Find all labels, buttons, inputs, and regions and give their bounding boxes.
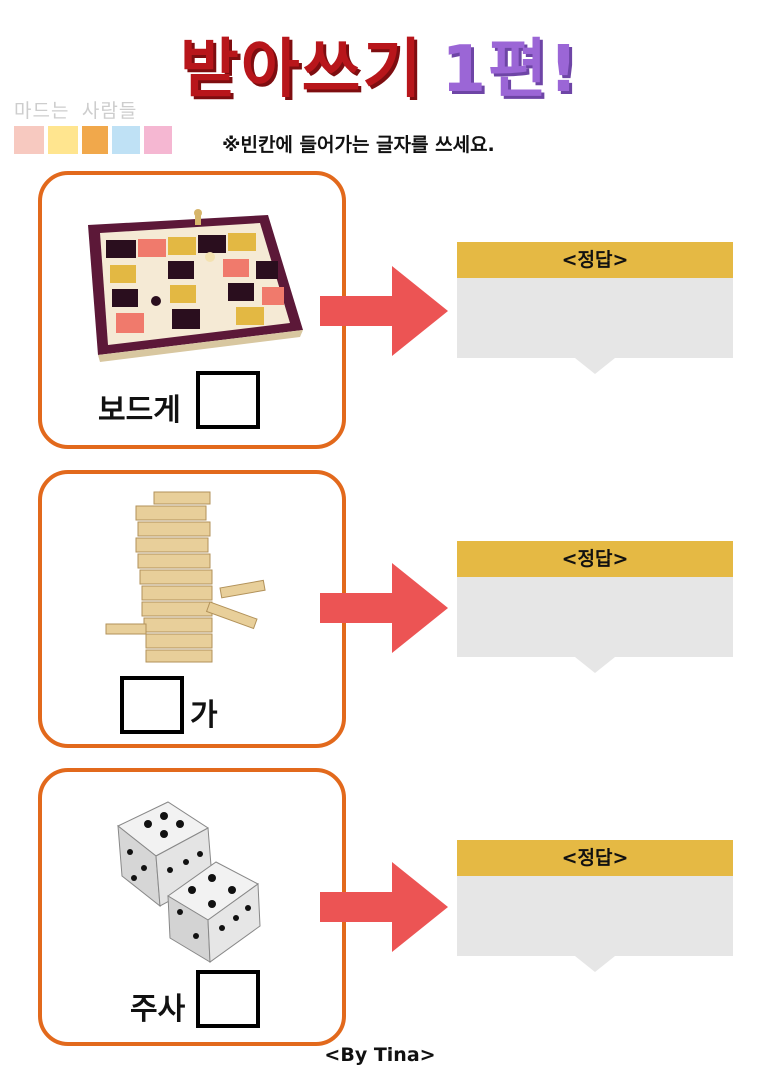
author-credit: <By Tina> [324, 1044, 436, 1066]
answer-pointer-3 [575, 956, 615, 972]
logo-text: 마드는 사람들 [14, 100, 138, 122]
answer-area-3[interactable] [457, 876, 733, 956]
arrow-right-icon-1 [320, 266, 448, 356]
answer-header-2: <정답> [457, 541, 733, 577]
answer-pointer-2 [575, 657, 615, 673]
blank-box-2[interactable] [120, 676, 184, 734]
question-card-2: 가 [38, 470, 346, 748]
answer-header-3: <정답> [457, 840, 733, 876]
board-game-icon [88, 209, 303, 362]
word-text-1: 보드게 [98, 393, 181, 428]
answer-header-1: <정답> [457, 242, 733, 278]
answer-box-1: <정답> [457, 242, 733, 374]
title-main: 받아쓰기 [179, 33, 424, 107]
word-text-3: 주사 [130, 992, 186, 1027]
dice-icon [117, 801, 261, 963]
answer-box-2: <정답> [457, 541, 733, 673]
answer-box-3: <정답> [457, 840, 733, 972]
blank-box-1[interactable] [196, 371, 260, 429]
question-card-3: 주사 [38, 768, 346, 1046]
answer-area-1[interactable] [457, 278, 733, 358]
blank-box-3[interactable] [196, 970, 260, 1028]
arrow-right-icon-3 [320, 862, 448, 952]
jenga-tower-icon [105, 491, 266, 663]
question-card-1: 보드게 [38, 171, 346, 449]
publisher-logo: 마드는 사람들 [14, 96, 174, 160]
arrow-right-icon-2 [320, 563, 448, 653]
logo-blocks [14, 126, 174, 156]
instruction-text: ※빈칸에 들어가는 글자를 쓰세요. [222, 134, 495, 156]
answer-pointer-1 [575, 358, 615, 374]
answer-area-2[interactable] [457, 577, 733, 657]
title-part: 1편! [441, 33, 581, 107]
word-text-2: 가 [190, 698, 218, 733]
